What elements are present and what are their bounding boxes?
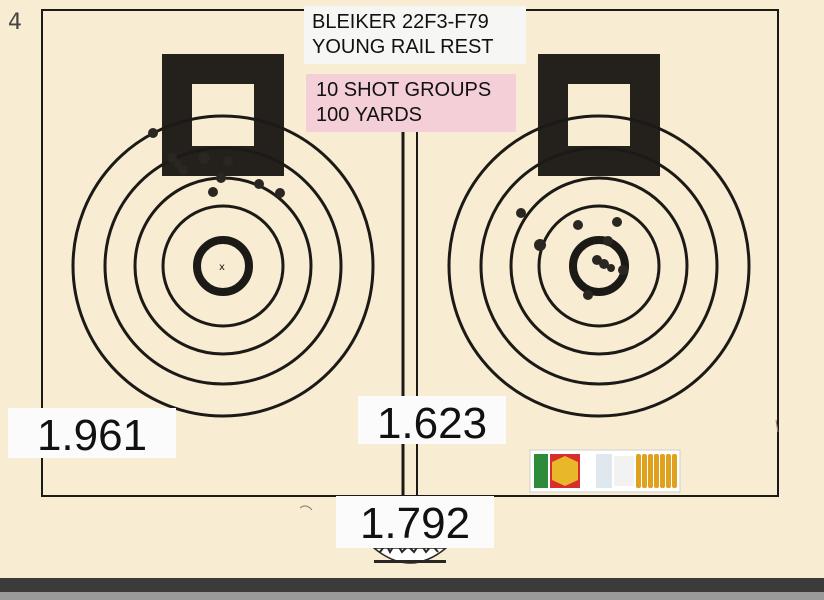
- right-target: [447, 54, 751, 418]
- title-label: BLEIKER 22F3-F79 YOUNG RAIL REST: [304, 6, 526, 64]
- group-info-label: 10 SHOT GROUPS 100 YARDS: [306, 74, 516, 132]
- left-shot-holes: [148, 128, 285, 198]
- info-line-1: 10 SHOT GROUPS: [316, 79, 492, 101]
- left-target: x: [71, 54, 375, 418]
- corner-number-mark: 4: [8, 10, 22, 35]
- average-group-size-label: 1.792: [336, 496, 494, 548]
- left-group-size-label: 1.961: [8, 408, 176, 460]
- info-line-2: 100 YARDS: [316, 104, 422, 126]
- title-line-1: BLEIKER 22F3-F79: [312, 11, 489, 33]
- scanner-edge-light: [0, 592, 824, 600]
- right-group-size-label: 1.623: [358, 396, 506, 448]
- right-shot-holes: [516, 208, 628, 300]
- ammo-box-icon: [529, 449, 681, 493]
- title-line-2: YOUNG RAIL REST: [312, 36, 494, 58]
- left-center-x: x: [219, 262, 225, 273]
- foundation-logo-icon: [371, 540, 449, 564]
